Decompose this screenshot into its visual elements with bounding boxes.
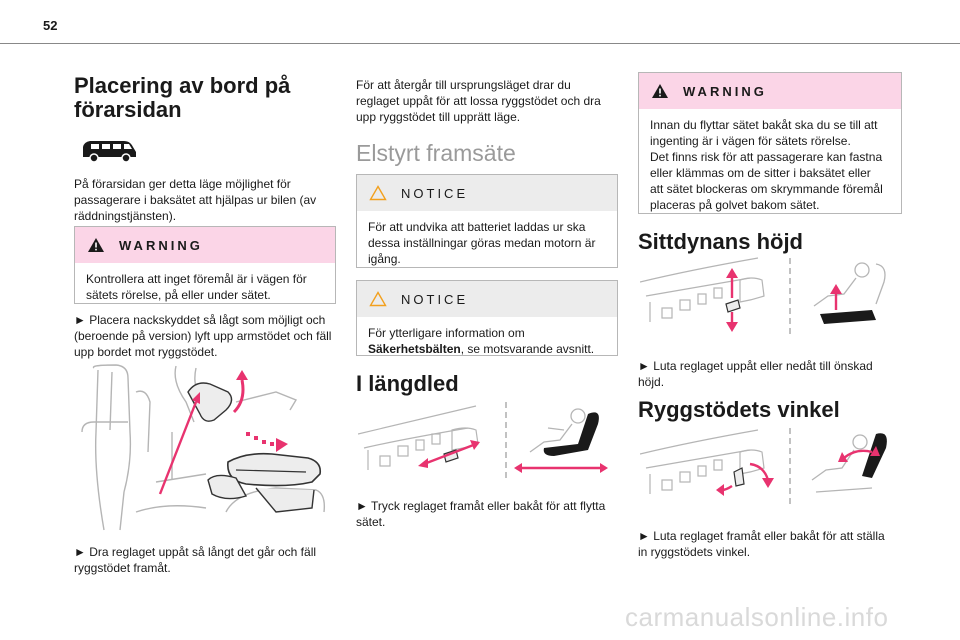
warning-header: WARNING	[639, 73, 901, 109]
page-number: 52	[43, 18, 58, 33]
step-line: upp bordet mot ryggstödet.	[74, 345, 218, 359]
warning-line: Innan du flyttar sätet bakåt ska du se t…	[650, 118, 878, 132]
step-line: (beroende på version) lyft upp armstödet…	[74, 329, 332, 343]
intro-line: räddningstjänsten).	[74, 209, 177, 223]
step-paragraph-fold: ► Dra reglaget uppåt så långt det går oc…	[74, 544, 344, 576]
return-line: reglaget uppåt för att lossa ryggstödet …	[356, 94, 601, 108]
van-icon	[83, 141, 136, 163]
intro-line: passagerare i baksätet att hjälpas ur bi…	[74, 193, 317, 207]
section-title-table-placement: Placering av bord på förarsidan	[74, 74, 290, 122]
notice-line: Säkerhetsbälten, se motsvarande avsnitt.	[368, 341, 606, 357]
footer-watermark: carmanualsonline.info	[625, 602, 889, 632]
notice-line: För ytterligare information om	[368, 326, 525, 340]
step-line: ► Dra reglaget uppåt så långt det går oc…	[74, 545, 317, 559]
warning-title: WARNING	[683, 83, 767, 99]
notice-line-rest: , se motsvarande avsnitt.	[460, 342, 595, 356]
warning-header: WARNING	[75, 227, 335, 263]
seat-control-longitudinal-illustration	[358, 402, 608, 482]
section-title-seat-height: Sittdynans höjd	[638, 229, 803, 254]
warning-triangle-icon	[652, 84, 668, 98]
section-title-line-1: Placering av bord på	[74, 73, 291, 98]
height-instruction: ► Luta reglaget uppåt eller nedåt till ö…	[638, 358, 908, 390]
warning-line: ingenting är i vägen för sätets rörelse.	[650, 134, 851, 148]
notice-header: NOTICE	[357, 281, 617, 317]
seat-control-height-illustration	[640, 257, 886, 334]
warning-triangle-icon	[88, 238, 104, 252]
warning-line: Det finns risk för att passagerare kan f…	[650, 150, 883, 164]
top-divider	[0, 43, 960, 44]
return-line: För att återgår till ursprungsläget drar…	[356, 78, 571, 92]
warning-title: WARNING	[119, 237, 203, 253]
warning-line: eller klämmas om de sitter i baksätet el…	[650, 166, 871, 180]
angle-instruction: ► Luta reglaget framåt eller bakåt för a…	[638, 528, 908, 560]
instruction-line: ► Luta reglaget framåt eller bakåt för a…	[638, 529, 885, 543]
seatbelt-link-text: Säkerhetsbälten	[368, 342, 461, 356]
return-line: upp ryggstödet till upprätt läge.	[356, 110, 521, 124]
instruction-line: höjd.	[638, 375, 665, 389]
warning-box-seat-move: WARNING Innan du flyttar sätet bakåt ska…	[638, 72, 902, 214]
notice-line: igång.	[368, 252, 401, 266]
intro-line: På förarsidan ger detta läge möjlighet f…	[74, 177, 291, 191]
notice-box-seatbelts: NOTICE För ytterligare information om Sä…	[356, 280, 618, 356]
instruction-line: ► Luta reglaget uppåt eller nedåt till ö…	[638, 359, 873, 373]
intro-paragraph: På förarsidan ger detta läge möjlighet f…	[74, 176, 344, 224]
instruction-line: ► Tryck reglaget framåt eller bakåt för …	[356, 499, 606, 513]
warning-box: WARNING Kontrollera att inget föremål är…	[74, 226, 336, 304]
warning-line: att sätet blockeras om skrymmande föremå…	[650, 182, 883, 196]
notice-header: NOTICE	[357, 175, 617, 211]
warning-text: Innan du flyttar sätet bakåt ska du se t…	[639, 109, 901, 222]
warning-line: placeras på golvet bakom sätet.	[650, 198, 820, 212]
instruction-line: in ryggstödets vinkel.	[638, 545, 751, 559]
notice-box-battery: NOTICE För att undvika att batteriet lad…	[356, 174, 618, 268]
step-line: ryggstödet framåt.	[74, 561, 171, 575]
section-title-line-2: förarsidan	[74, 97, 182, 122]
notice-triangle-icon	[369, 291, 387, 307]
step-line: ► Placera nackskyddet så lågt som möjlig…	[74, 313, 326, 327]
step-paragraph-headrest: ► Placera nackskyddet så lågt som möjlig…	[74, 312, 344, 360]
notice-line: dessa inställningar göras medan motorn ä…	[368, 236, 596, 250]
return-paragraph: För att återgår till ursprungsläget drar…	[356, 77, 626, 125]
notice-title: NOTICE	[401, 185, 469, 201]
section-title-longitudinal: I längdled	[356, 371, 459, 396]
warning-line: sätets rörelse, på eller under sätet.	[86, 288, 271, 302]
notice-text: För ytterligare information om Säkerhets…	[357, 317, 617, 366]
longitudinal-instruction: ► Tryck reglaget framåt eller bakåt för …	[356, 498, 626, 530]
warning-text: Kontrollera att inget föremål är i vägen…	[75, 263, 335, 312]
section-title-backrest-angle: Ryggstödets vinkel	[638, 397, 840, 422]
warning-line: Kontrollera att inget föremål är i vägen…	[86, 272, 307, 286]
instruction-line: sätet.	[356, 515, 386, 529]
seat-control-angle-illustration	[640, 428, 887, 506]
notice-title: NOTICE	[401, 291, 469, 307]
notice-text: För att undvika att batteriet laddas ur …	[357, 211, 617, 276]
notice-line: För att undvika att batteriet laddas ur …	[368, 220, 586, 234]
section-title-electric-seat: Elstyrt framsäte	[356, 140, 516, 166]
seat-table-illustration	[81, 364, 326, 531]
notice-triangle-icon	[369, 185, 387, 201]
